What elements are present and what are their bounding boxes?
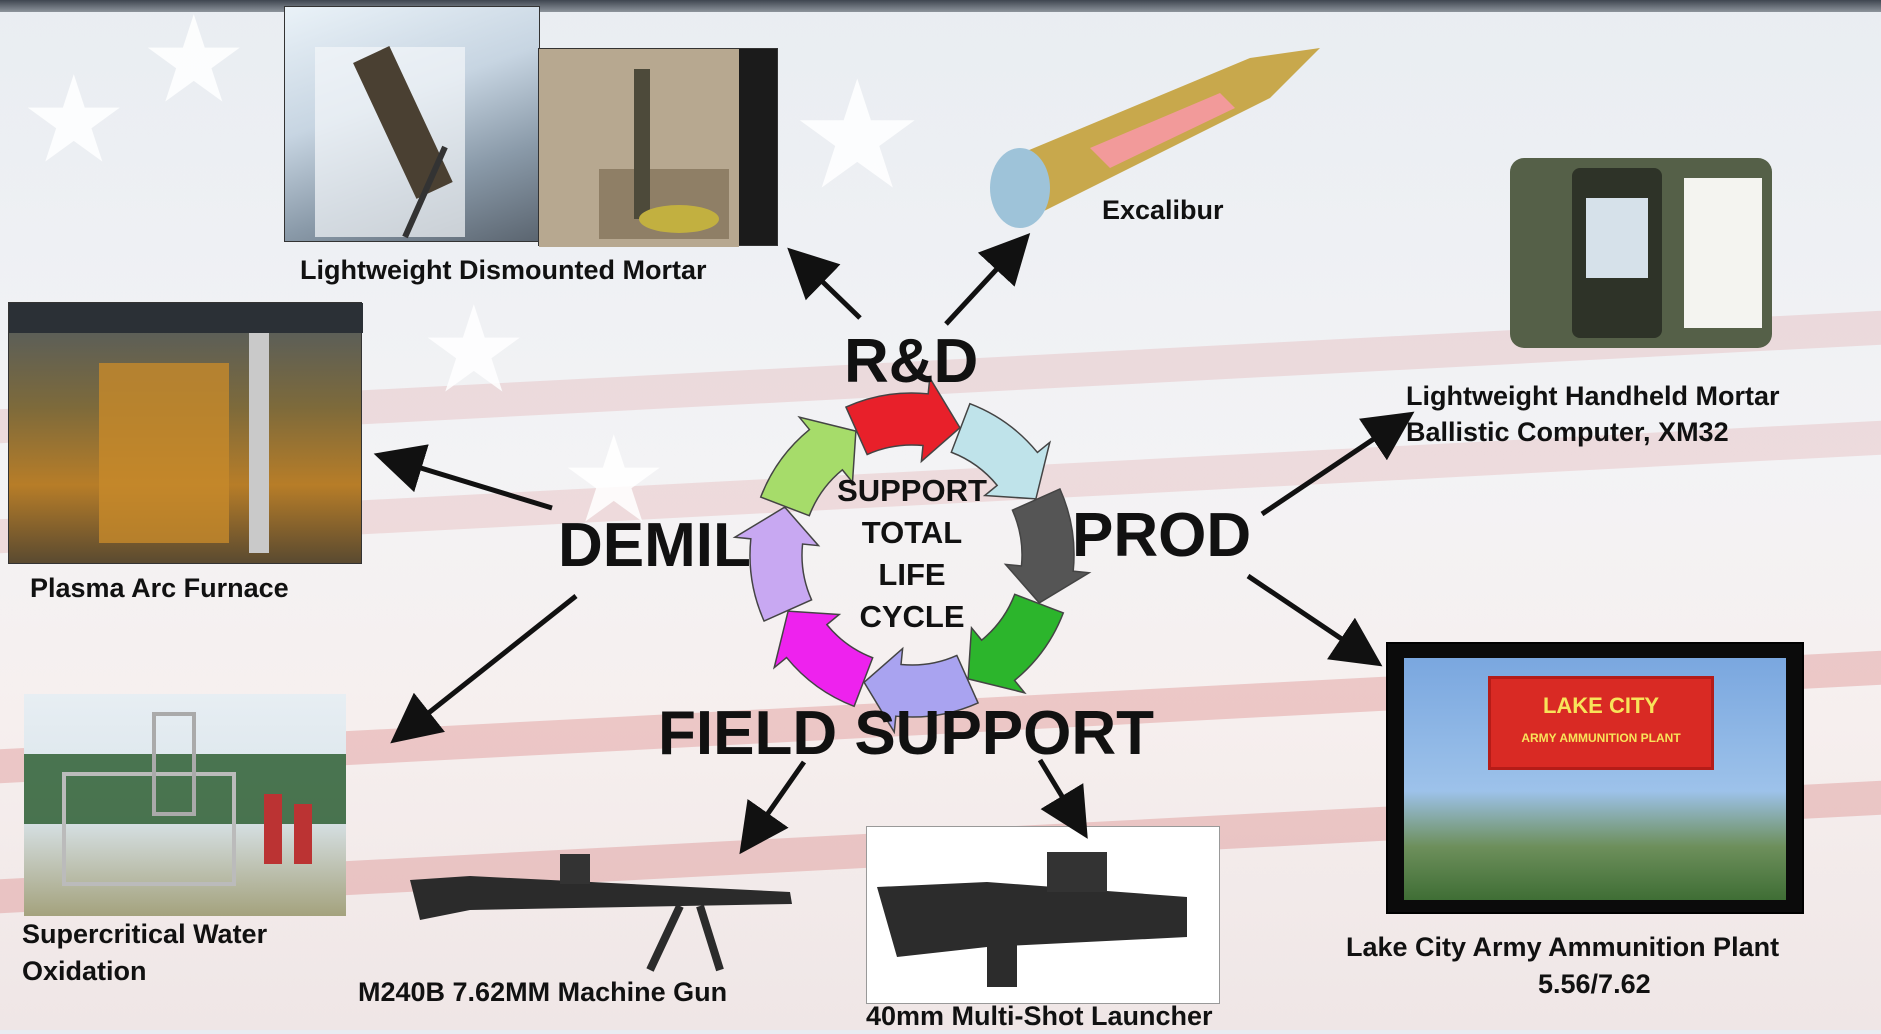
ballistic-computer-photo: [1510, 158, 1772, 348]
launcher-caption: 40mm Multi-Shot Launcher: [866, 1001, 1213, 1031]
arrow-to-furnace: [373, 444, 553, 511]
background-star-icon: ★: [140, 0, 248, 127]
stage-demil: DEMIL: [558, 511, 751, 580]
arrow-to-excalibur: [944, 232, 1031, 326]
center-label: SUPPORT TOTAL LIFE CYCLE: [808, 470, 1016, 638]
arrow-to-mortar: [787, 247, 862, 320]
lake-city-caption-line1: Lake City Army Ammunition Plant: [1346, 932, 1780, 962]
life-cycle-ring: [732, 375, 1092, 735]
m240b-gun-image: [410, 854, 792, 972]
cycle-arrow-icon: [759, 415, 857, 517]
center-line-4: CYCLE: [859, 599, 965, 634]
mortar-caption: Lightweight Dismounted Mortar: [300, 255, 707, 285]
sign-name: LAKE CITY: [1542, 693, 1660, 718]
lake-city-photo: LAKE CITY ARMY AMMUNITION PLANT: [1386, 642, 1804, 914]
stage-field-support: FIELD SUPPORT: [658, 699, 1155, 768]
computer-caption-line1: Lightweight Handheld Mortar: [1406, 381, 1780, 411]
water-caption-line1: Supercritical Water: [22, 919, 268, 949]
mortar-display-photo: [538, 48, 778, 247]
arrow-to-water-oxidation: [390, 594, 578, 744]
arrow-to-lake-city: [1246, 573, 1383, 667]
stage-rd: R&D: [844, 327, 979, 396]
lake-city-sign: LAKE CITY ARMY AMMUNITION PLANT: [1488, 676, 1714, 770]
background-star-icon: ★: [790, 51, 925, 219]
lake-city-caption-line2: 5.56/7.62: [1538, 969, 1651, 999]
background-star-icon: ★: [20, 53, 128, 187]
stage-prod: PROD: [1072, 501, 1252, 570]
sign-subtitle: ARMY AMMUNITION PLANT: [1521, 731, 1681, 745]
launcher-photo: [866, 826, 1220, 1004]
arrow-to-launcher: [1037, 758, 1088, 839]
arrow-to-m240b: [739, 760, 807, 855]
furnace-caption: Plasma Arc Furnace: [30, 573, 289, 603]
background-star-icon: ★: [560, 413, 668, 547]
m240b-caption: M240B 7.62MM Machine Gun: [358, 977, 728, 1007]
center-line-1: SUPPORT: [837, 473, 987, 508]
furnace-photo: [8, 302, 363, 564]
arrow-to-computer: [1260, 411, 1415, 517]
mortar-snow-photo: [284, 6, 540, 242]
center-line-3: LIFE: [878, 557, 946, 592]
excalibur-caption: Excalibur: [1102, 195, 1224, 225]
background-star-icon: ★: [420, 283, 528, 417]
water-caption-line2: Oxidation: [22, 956, 147, 986]
water-oxidation-photo: [24, 694, 346, 916]
computer-caption-line2: Ballistic Computer, XM32: [1406, 417, 1729, 447]
center-line-2: TOTAL: [861, 515, 963, 550]
excalibur-projectile: [990, 48, 1320, 228]
